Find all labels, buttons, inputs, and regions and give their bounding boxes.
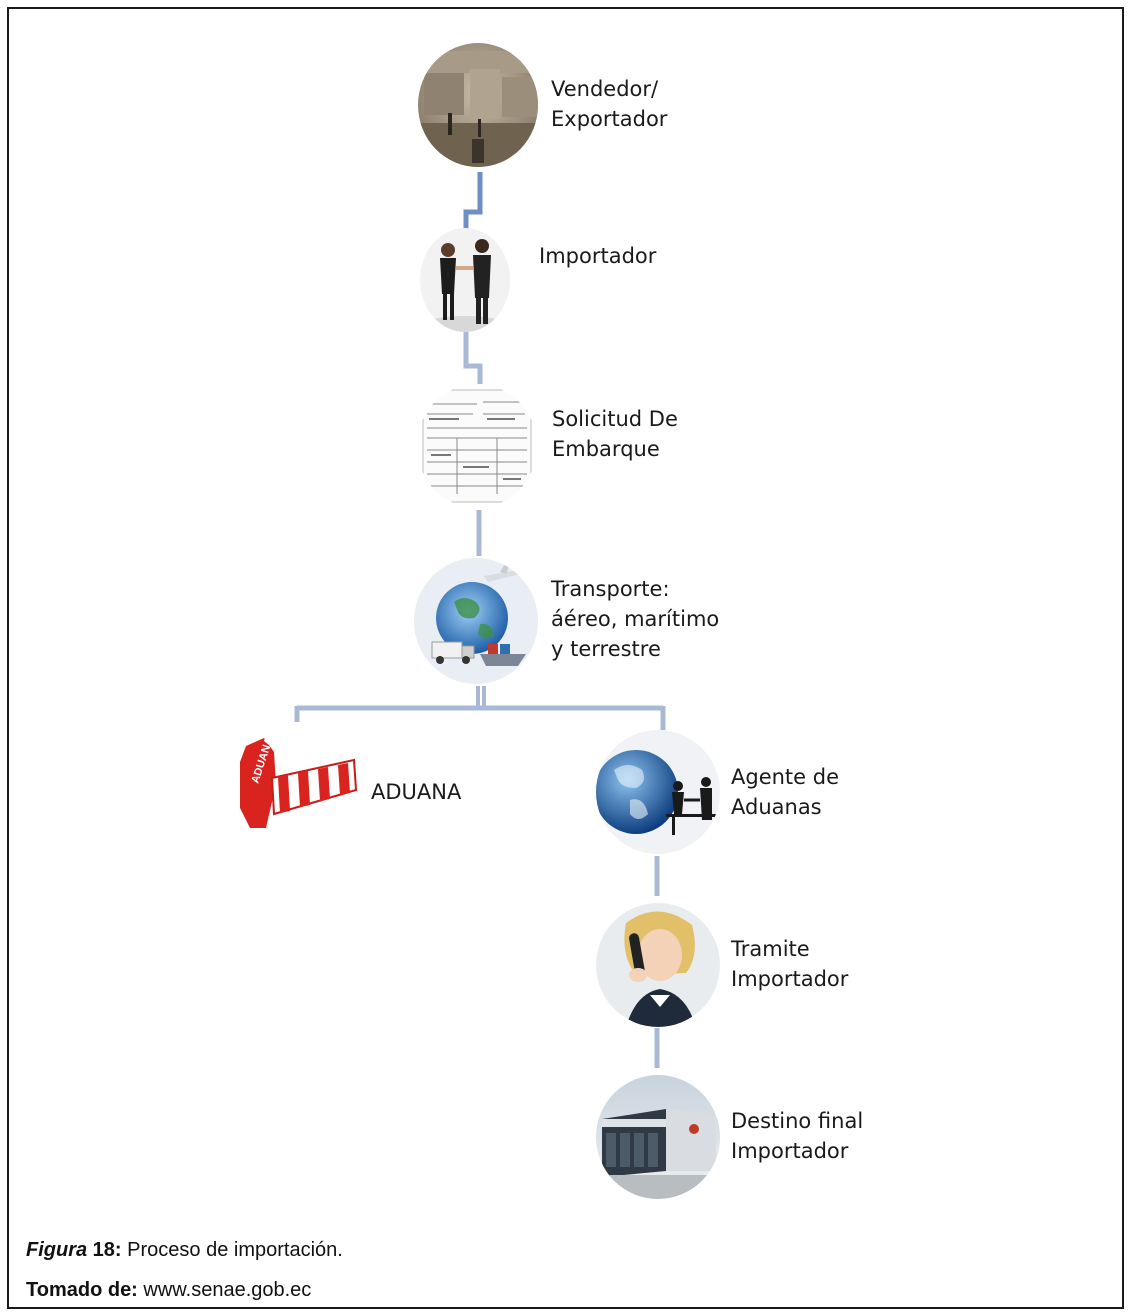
node-label-destino: Destino final Importador (731, 1109, 864, 1163)
node-label-agente: Agente de Aduanas (731, 765, 840, 819)
source-label: Tomado de: (26, 1279, 138, 1301)
node-label-aduana: ADUANA (371, 780, 462, 804)
warehouse-building-image (596, 1075, 720, 1199)
figure-frame (7, 7, 1124, 1309)
node-label-vendedor: Vendedor/ Exportador (551, 77, 668, 131)
globe-transport-image (414, 558, 538, 684)
source-caption: Tomado de: www.senae.gob.ec (26, 1279, 311, 1302)
globe-handshake-image (596, 730, 720, 854)
figure-text: Proceso de importación. (121, 1239, 343, 1261)
shipping-document-image (417, 384, 537, 508)
customs-barrier-image: ADUANA (236, 732, 360, 836)
edge-importador-solicitud (463, 330, 483, 384)
woman-on-phone-image (596, 903, 720, 1027)
business-handshake-image (420, 228, 510, 332)
edge-transporte-branch (476, 686, 486, 708)
quarry-workers-image (418, 43, 538, 167)
node-label-importador: Importador (539, 244, 657, 268)
edge-vendedor-importador (463, 172, 483, 232)
figure-number: 18: (87, 1239, 122, 1261)
node-label-solicitud: Solicitud De Embarque (552, 407, 678, 461)
source-text: www.senae.gob.ec (137, 1279, 312, 1301)
node-label-tramite: Tramite Importador (731, 937, 849, 991)
figure-caption: Figura 18: Proceso de importación. (26, 1239, 343, 1262)
figure-prefix: Figura (26, 1239, 88, 1261)
node-label-transporte: Transporte: áéreo, marítimo y terrestre (551, 577, 720, 661)
